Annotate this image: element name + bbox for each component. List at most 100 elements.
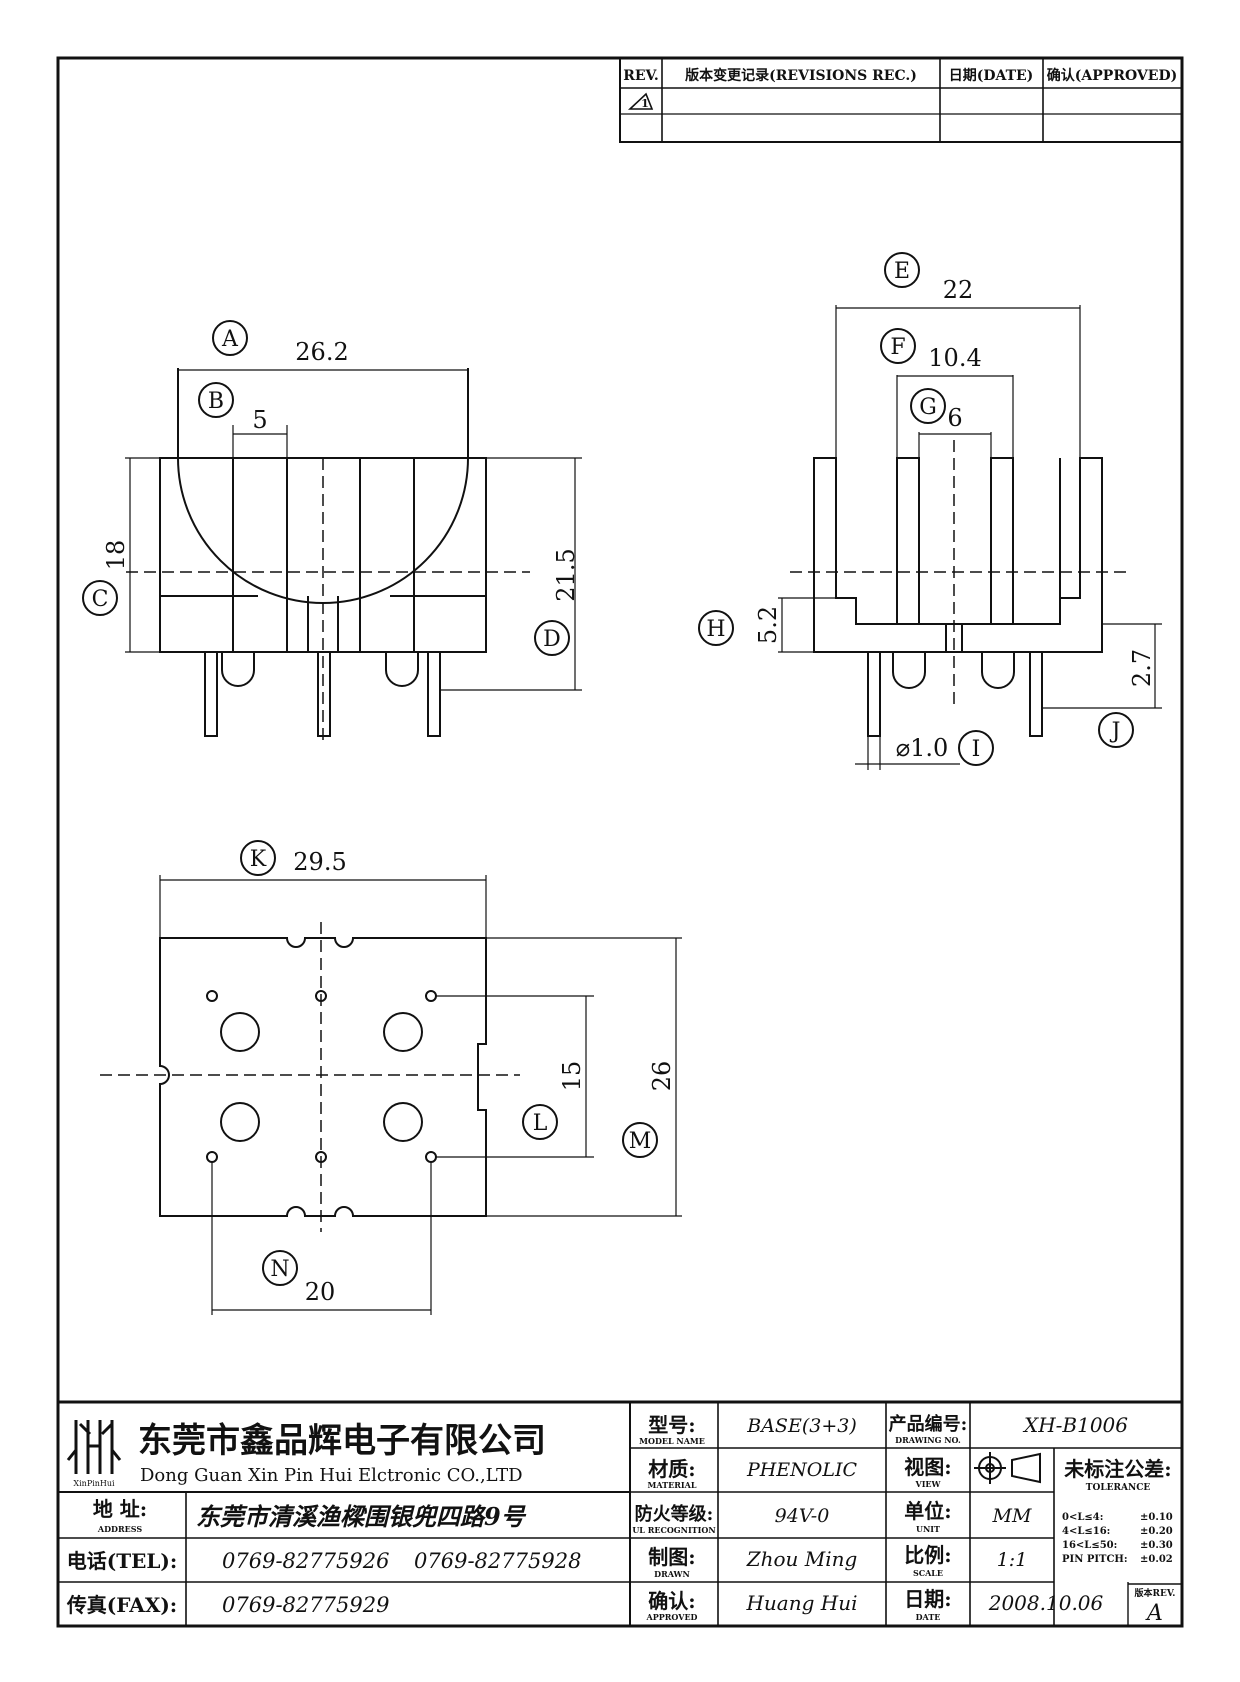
side-view-dimensions: 22 10.4 6 5.2 2.7 ⌀1.0 E F G H I J: [698, 252, 1156, 766]
title-block: XinPinHui 东莞市鑫品辉电子有限公司 Dong Guan Xin Pin…: [56, 1400, 1184, 1628]
ul-value: 94V-0: [775, 1505, 830, 1527]
svg-text:E: E: [894, 259, 910, 284]
dim-c-value: 18: [102, 540, 130, 571]
callout-l: L: [522, 1104, 558, 1140]
callout-a: A: [212, 320, 248, 356]
tel-value-2: 0769-82775928: [414, 1549, 581, 1573]
approved-label: 确认:: [648, 1589, 695, 1613]
front-view-dimensions: 26.2 5 18 21.5 A B C D: [82, 320, 580, 656]
tolerance-value: ±0.02: [1140, 1554, 1173, 1565]
svg-text:B: B: [208, 389, 224, 414]
drawing-no-value: XH-B1006: [1022, 1413, 1128, 1437]
approved-value: Huang Hui: [745, 1591, 857, 1615]
address-label-en: ADDRESS: [97, 1524, 142, 1534]
dim-g-value: 6: [947, 404, 962, 432]
logo-text: XinPinHui: [73, 1479, 115, 1488]
model-label: 型号:: [648, 1413, 695, 1437]
address-label: 地 址:: [93, 1497, 147, 1521]
unit-label: 单位:: [904, 1499, 951, 1523]
svg-text:L: L: [533, 1111, 548, 1136]
callout-k: K: [240, 840, 276, 876]
view-label-en: VIEW: [914, 1479, 941, 1489]
ul-label: 防火等级:: [635, 1503, 714, 1525]
model-label-en: MODEL NAME: [639, 1436, 705, 1446]
date-label-en: DATE: [916, 1612, 941, 1622]
revision-record-header: 版本变更记录(REVISIONS REC.): [685, 67, 917, 84]
svg-text:N: N: [270, 1257, 289, 1282]
rev-value: A: [1145, 1601, 1163, 1626]
date-label: 日期:: [904, 1587, 951, 1611]
svg-text:D: D: [543, 627, 561, 652]
callout-j: J: [1098, 712, 1134, 748]
dim-n-value: 20: [305, 1278, 336, 1306]
svg-text:C: C: [92, 587, 109, 612]
dim-e-value: 22: [943, 276, 974, 304]
model-value: BASE(3+3): [746, 1415, 857, 1437]
company-name-cn: 东莞市鑫品辉电子有限公司: [138, 1421, 546, 1461]
tolerance-value: ±0.30: [1140, 1540, 1173, 1551]
tolerance-range: PIN PITCH:: [1062, 1554, 1128, 1565]
approved-label-en: APPROVED: [646, 1612, 698, 1622]
dim-j-value: 2.7: [1128, 649, 1156, 687]
scale-value: 1:1: [997, 1549, 1028, 1571]
fax-label: 传真(FAX):: [66, 1593, 177, 1617]
callout-c: C: [82, 580, 118, 616]
tolerance-value: ±0.20: [1140, 1526, 1173, 1537]
side-view: [778, 305, 1162, 770]
date-header: 日期(DATE): [949, 68, 1034, 84]
date-value: 2008.10.06: [988, 1591, 1104, 1615]
bottom-view: [100, 875, 682, 1315]
callout-b: B: [198, 382, 234, 418]
tolerance-range: 16<L≤50:: [1062, 1540, 1117, 1551]
tolerance-table: 0<L≤4: ±0.10 4<L≤16: ±0.20 16<L≤50: ±0.3…: [1062, 1512, 1173, 1565]
svg-text:H: H: [706, 617, 725, 642]
tel-label: 电话(TEL):: [67, 1549, 178, 1573]
callout-h: H: [698, 610, 734, 646]
svg-text:A: A: [221, 327, 239, 352]
callout-f: F: [880, 328, 916, 364]
dim-f-value: 10.4: [928, 344, 981, 372]
material-value: PHENOLIC: [746, 1459, 858, 1481]
drawing-border: [56, 56, 1184, 1628]
tolerance-label: 未标注公差:: [1064, 1457, 1171, 1481]
svg-text:G: G: [919, 395, 937, 420]
svg-text:1: 1: [641, 97, 649, 110]
bottom-view-dimensions: 29.5 15 26 20 K L M N: [240, 840, 676, 1306]
drawing-no-label-en: DRAWING NO.: [895, 1435, 961, 1445]
company-name-en: Dong Guan Xin Pin Hui Elctronic CO.,LTD: [140, 1465, 523, 1486]
revision-block: REV. 版本变更记录(REVISIONS REC.) 日期(DATE) 确认(…: [619, 57, 1183, 143]
scale-label: 比例:: [904, 1543, 951, 1567]
dim-a-value: 26.2: [295, 338, 348, 366]
material-label: 材质:: [648, 1457, 695, 1481]
drawing-no-label: 产品编号:: [889, 1413, 968, 1435]
front-view: [125, 368, 582, 740]
third-angle-projection-icon: [974, 1452, 1041, 1484]
scale-label-en: SCALE: [913, 1568, 943, 1578]
callout-e: E: [884, 252, 920, 288]
svg-text:J: J: [1110, 719, 1121, 744]
tel-value-1: 0769-82775926: [222, 1549, 389, 1573]
drawn-value: Zhou Ming: [746, 1547, 858, 1571]
dim-m-value: 26: [648, 1061, 676, 1092]
callout-d: D: [534, 620, 570, 656]
address-value: 东莞市清溪渔樑围银兜四路9号: [196, 1502, 527, 1531]
callout-g: G: [910, 388, 946, 424]
svg-text:M: M: [629, 1129, 652, 1154]
view-label: 视图:: [904, 1455, 951, 1479]
revision-triangle-icon: 1: [627, 92, 654, 110]
ul-label-en: UL RECOGNITION: [632, 1525, 715, 1535]
svg-text:F: F: [890, 335, 905, 360]
dim-k-value: 29.5: [293, 848, 346, 876]
drawn-label: 制图:: [648, 1545, 695, 1569]
dim-l-value: 15: [558, 1061, 586, 1092]
unit-value: MM: [992, 1505, 1032, 1527]
svg-text:K: K: [250, 847, 267, 872]
rev-label: 版本REV.: [1134, 1587, 1176, 1599]
dim-d-value: 21.5: [552, 548, 580, 601]
callout-i: I: [958, 730, 994, 766]
unit-label-en: UNIT: [916, 1524, 940, 1534]
tolerance-label-en: TOLERANCE: [1086, 1483, 1151, 1493]
dim-h-value: 5.2: [754, 606, 782, 644]
rev-header: REV.: [623, 68, 659, 84]
